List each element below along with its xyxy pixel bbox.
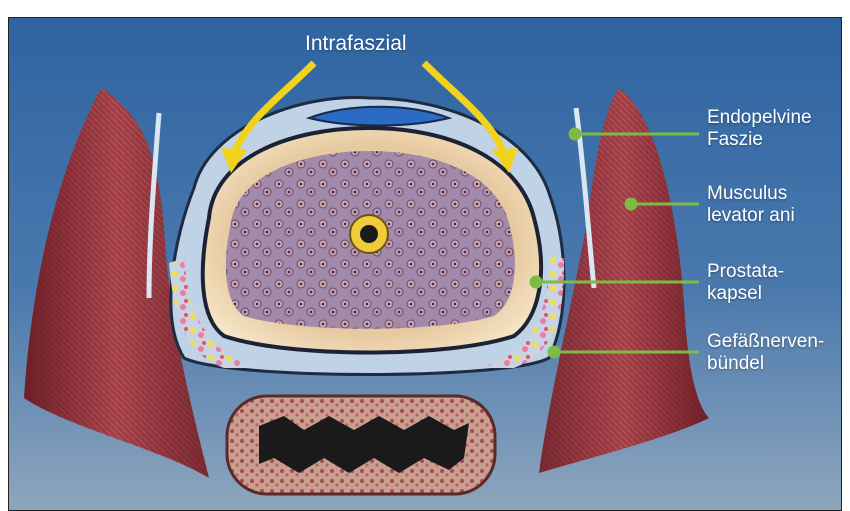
label-gefaessnervenbuendel: Gefäßnerven- bündel [707, 331, 824, 375]
rectum [227, 396, 495, 494]
diagram-canvas: Intrafaszial Endopelvine Faszie Musculus… [8, 17, 842, 511]
leader-dot-prostatakapsel [531, 277, 541, 287]
diagram-title: Intrafaszial [305, 33, 407, 55]
urethra-lumen [360, 225, 378, 243]
leader-dot-endopelvine-faszie [570, 129, 580, 139]
leader-dot-gefaessnervenbuendel [549, 347, 559, 357]
label-musculus-levator-ani: Musculus levator ani [707, 183, 795, 227]
leader-dot-musculus-levator-ani [626, 199, 636, 209]
label-endopelvine-faszie: Endopelvine Faszie [707, 107, 812, 151]
label-prostatakapsel: Prostata- kapsel [707, 261, 784, 305]
